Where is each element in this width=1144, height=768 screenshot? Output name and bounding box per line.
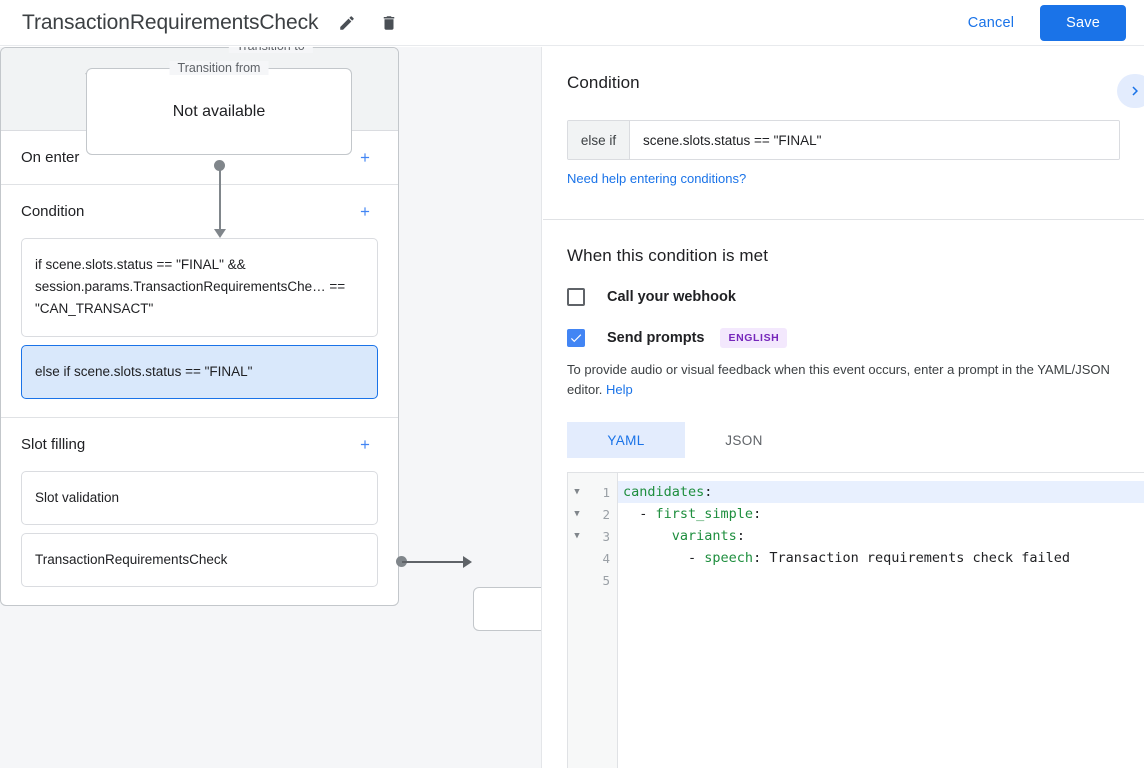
section-slot-filling: Slot filling Slot validation Transaction… [1, 418, 398, 606]
condition-editor-row: else if [567, 120, 1120, 160]
section-header: Slot filling [21, 418, 378, 471]
editor-code-line[interactable]: variants: [618, 525, 1144, 547]
call-webhook-label: Call your webhook [607, 289, 736, 305]
editor-gutter-row: ▼2 [568, 503, 617, 525]
plus-icon [360, 207, 370, 216]
add-slot-filling-button[interactable] [352, 431, 378, 457]
save-button[interactable]: Save [1040, 4, 1126, 41]
transition-from-legend: Transition from [169, 61, 269, 75]
send-prompts-checkbox[interactable] [567, 329, 585, 347]
section-header: On enter [21, 131, 378, 184]
section-header: Condition [21, 185, 378, 238]
editor-gutter-row: 4 [568, 547, 617, 569]
code-key: candidates [623, 484, 705, 500]
editor-code-line[interactable]: - first_simple: [618, 503, 1144, 525]
language-badge: ENGLISH [720, 328, 788, 348]
trash-icon [384, 15, 395, 30]
condition-section: Condition else if Need help entering con… [543, 47, 1144, 188]
plus-icon [360, 153, 370, 162]
fold-caret-icon[interactable]: ▼ [574, 486, 580, 497]
add-on-enter-button[interactable] [352, 144, 378, 170]
slot-filling-item[interactable]: TransactionRequirementsCheck [21, 533, 378, 588]
editor-code-area[interactable]: candidates: - first_simple: variants: - … [618, 473, 1144, 768]
section-condition: Condition if scene.slots.status == "FINA… [1, 185, 398, 418]
when-met-section: When this condition is met Call your web… [543, 220, 1144, 459]
send-prompts-label: Send prompts [607, 330, 705, 346]
section-title-on-enter: On enter [21, 148, 80, 166]
code-key: first_simple [655, 506, 754, 522]
fold-caret-icon[interactable]: ▼ [574, 530, 580, 541]
prompts-helper-sentence: To provide audio or visual feedback when… [567, 362, 1110, 398]
transition-to-legend: Transition to [228, 47, 313, 53]
expand-panel-button[interactable] [1117, 74, 1144, 108]
page-title: TransactionRequirementsCheck [22, 10, 319, 34]
editor-line-number: 5 [602, 572, 610, 588]
section-title-slot-filling: Slot filling [21, 435, 86, 453]
send-prompts-row[interactable]: Send prompts ENGLISH [567, 328, 1120, 348]
code-key: variants [671, 528, 737, 544]
editor-line-number: 3 [602, 528, 610, 544]
connector-line-horizontal [402, 561, 466, 563]
editor-gutter-row: ▼3 [568, 525, 617, 547]
top-bar: TransactionRequirementsCheck Cancel Save [0, 0, 1144, 46]
flow-canvas[interactable]: Transition from Not available Transition… [0, 47, 542, 768]
plus-icon [360, 440, 370, 449]
condition-input[interactable] [630, 121, 1119, 159]
prompts-help-link[interactable]: Help [606, 382, 633, 398]
tab-json[interactable]: JSON [685, 422, 803, 458]
code-key: speech [704, 550, 754, 566]
format-tabs: YAML JSON [567, 422, 1120, 459]
connector-line-vertical [219, 165, 221, 231]
slot-filling-list: Slot validation TransactionRequirementsC… [21, 470, 378, 606]
target-node-partial[interactable] [473, 587, 541, 631]
connector-dot-out [396, 556, 407, 567]
code-punctuation: : Transaction requirements check failed [753, 550, 1071, 566]
condition-item-selected[interactable]: else if scene.slots.status == "FINAL" [21, 344, 378, 399]
code-punctuation: : [753, 506, 762, 522]
editor-code-line[interactable]: - speech: Transaction requirements check… [618, 547, 1144, 569]
code-indent: - [623, 550, 705, 566]
delete-button[interactable] [374, 8, 404, 38]
when-met-heading: When this condition is met [567, 246, 769, 265]
webhook-row[interactable]: Call your webhook [567, 288, 1120, 306]
condition-operator: else if [568, 121, 630, 159]
condition-heading: Condition [567, 73, 640, 92]
check-icon [570, 334, 582, 343]
editor-code-line[interactable] [618, 569, 1144, 591]
tab-yaml[interactable]: YAML [567, 422, 685, 459]
code-punctuation: : [704, 484, 713, 500]
editor-line-number: 4 [602, 550, 610, 566]
condition-item[interactable]: if scene.slots.status == "FINAL" && sess… [21, 237, 378, 337]
section-title-condition: Condition [21, 202, 85, 220]
condition-list: if scene.slots.status == "FINAL" && sess… [21, 237, 378, 417]
editor-gutter-row: ▼1 [568, 481, 617, 503]
add-condition-button[interactable] [352, 198, 378, 224]
connector-arrow-right [463, 556, 472, 568]
editor-code-line[interactable]: candidates: [618, 481, 1144, 503]
edit-name-button[interactable] [332, 8, 362, 38]
code-indent: - [623, 506, 656, 522]
editor-gutter-row: 5 [568, 569, 617, 591]
call-webhook-checkbox[interactable] [567, 288, 585, 306]
transition-from-value: Not available [172, 102, 266, 120]
slot-filling-item[interactable]: Slot validation [21, 470, 378, 526]
panel-divider [543, 219, 1144, 220]
prompts-helper-text: To provide audio or visual feedback when… [567, 360, 1119, 400]
editor-line-number: 2 [602, 506, 610, 522]
cancel-button[interactable]: Cancel [954, 6, 1028, 40]
connector-arrow-down [214, 229, 226, 238]
transition-from-node[interactable]: Transition from Not available [86, 61, 352, 155]
fold-caret-icon[interactable]: ▼ [574, 508, 580, 519]
code-punctuation: : [736, 528, 745, 544]
pencil-icon [340, 15, 355, 30]
editor-line-number: 1 [602, 484, 610, 500]
section-on-enter: On enter [1, 131, 398, 185]
code-indent [623, 528, 672, 544]
condition-help-link[interactable]: Need help entering conditions? [567, 171, 747, 186]
chevron-right-icon [1132, 86, 1138, 96]
